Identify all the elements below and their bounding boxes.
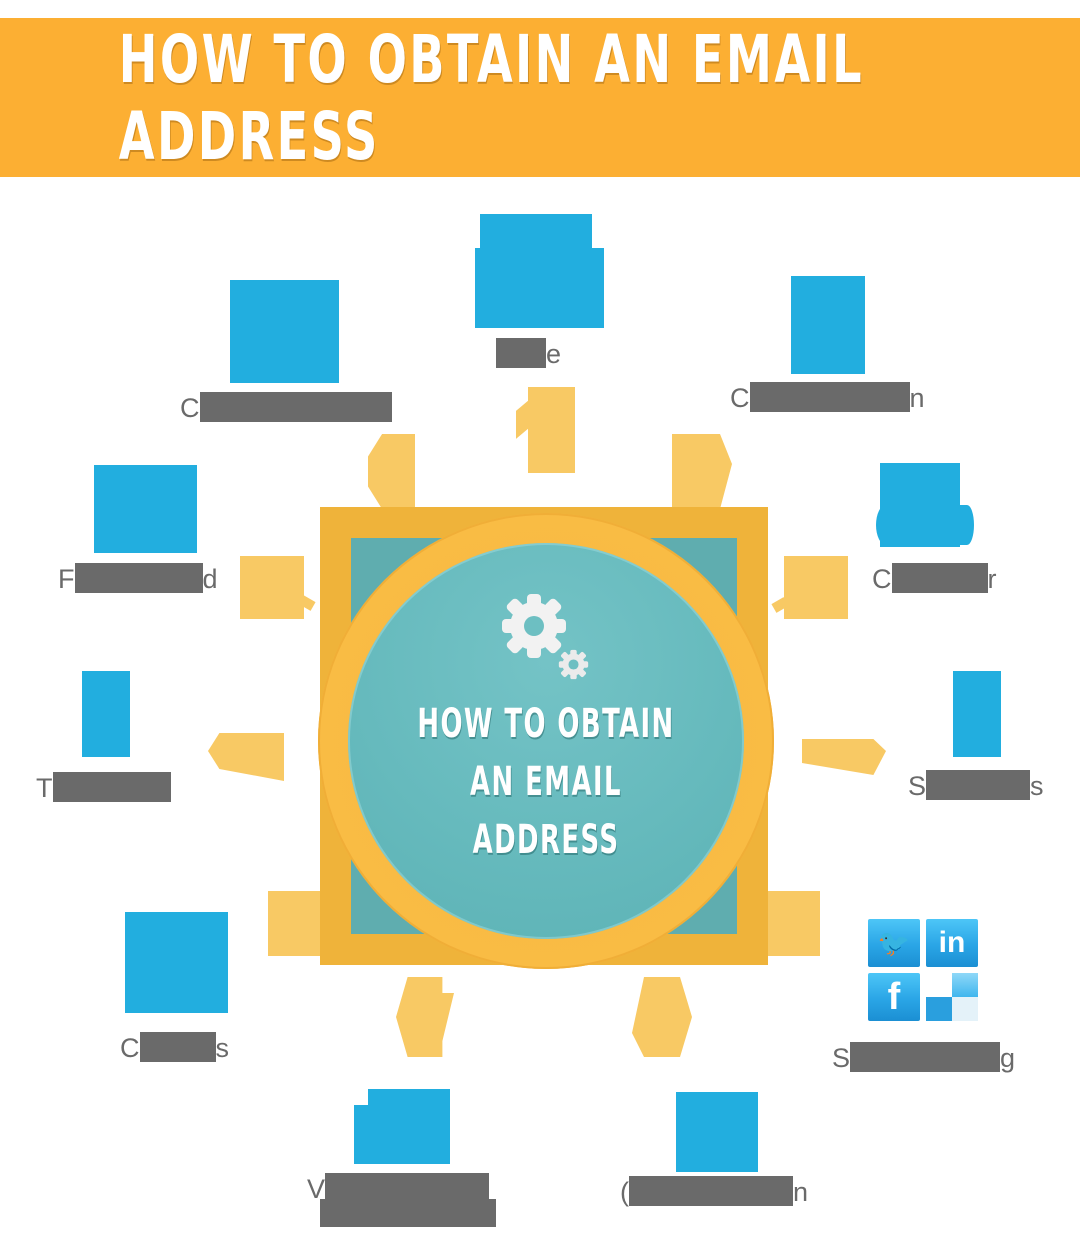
redacted-icon xyxy=(82,671,130,757)
node-label-left-middle: T xyxy=(36,772,171,804)
label-fragment: S xyxy=(832,1043,851,1073)
redaction-block xyxy=(74,563,203,593)
redacted-icon xyxy=(368,1089,450,1164)
building-side xyxy=(592,248,604,328)
page-title: HOW TO OBTAIN AN EMAIL ADDRESS xyxy=(118,20,864,175)
building-wing xyxy=(475,248,483,328)
label-fragment: C xyxy=(120,1033,140,1063)
redaction-block xyxy=(199,392,392,422)
label-fragment-tail: r xyxy=(987,564,997,594)
redaction-block xyxy=(496,338,546,368)
redaction-block xyxy=(325,1173,490,1203)
hub-title: HOW TO OBTAIN AN EMAIL ADDRESS xyxy=(403,695,688,869)
arrow-right-upper xyxy=(784,556,848,619)
redacted-list-icon xyxy=(125,912,228,1013)
icon-step xyxy=(354,1105,368,1164)
label-fragment: e xyxy=(546,339,562,369)
label-fragment: V xyxy=(307,1174,326,1204)
redacted-icon xyxy=(94,465,197,553)
label-fragment: S xyxy=(908,771,927,801)
twitter-icon: 🐦 xyxy=(868,919,920,967)
delicious-icon xyxy=(926,973,978,1021)
label-fragment: C xyxy=(872,564,892,594)
arrow-bottom-left xyxy=(396,977,454,1057)
redacted-icon xyxy=(230,280,339,383)
redaction-block xyxy=(139,1032,216,1062)
label-fragment-tail: s xyxy=(1030,771,1044,801)
arrow-top xyxy=(528,387,575,473)
label-fragment-tail: n xyxy=(793,1177,809,1207)
arrow-right-middle xyxy=(802,739,886,775)
redaction-block xyxy=(749,382,910,412)
redacted-icon xyxy=(953,671,1001,757)
redaction-block xyxy=(926,770,1031,800)
arrow-left-middle xyxy=(208,733,284,781)
cloud-left-lobe xyxy=(876,505,896,545)
redacted-building-icon xyxy=(480,214,592,328)
label-fragment-tail: d xyxy=(202,564,218,594)
arrow-left-lower xyxy=(268,891,330,956)
label-fragment-tail: n xyxy=(909,383,925,413)
redaction-block xyxy=(850,1042,1001,1072)
label-fragment: ( xyxy=(620,1177,629,1207)
node-label-bottom-left: V xyxy=(307,1173,496,1229)
arrow-top-left xyxy=(368,434,415,509)
cloud-right-lobe xyxy=(960,505,974,545)
arrow-bottom-right xyxy=(632,977,692,1057)
label-fragment-tail: s xyxy=(215,1033,230,1063)
hub-title-line-1: HOW TO OBTAIN xyxy=(417,701,675,747)
hub-title-line-3: ADDRESS xyxy=(472,817,620,863)
redacted-icon xyxy=(791,276,865,374)
social-media-icons: 🐦 in f xyxy=(868,919,978,1022)
linkedin-icon: in xyxy=(926,919,978,967)
redaction-block-line-2 xyxy=(320,1199,496,1227)
node-label-bottom-right: (n xyxy=(620,1176,808,1208)
redaction-block xyxy=(52,772,171,802)
gear-icon xyxy=(502,594,566,658)
node-label-top: e xyxy=(496,338,561,370)
hub-title-line-2: AN EMAIL xyxy=(470,759,622,805)
redaction-block xyxy=(629,1176,793,1206)
redaction-block xyxy=(891,563,988,593)
arrow-right-lower xyxy=(765,891,820,956)
redacted-icon xyxy=(676,1092,758,1172)
label-fragment: C xyxy=(730,383,750,413)
arrow-left-upper xyxy=(240,556,304,619)
label-fragment-tail: g xyxy=(1000,1043,1016,1073)
label-fragment: C xyxy=(180,393,200,423)
label-fragment: F xyxy=(58,564,75,594)
label-fragment: T xyxy=(36,773,53,803)
node-label-top-left: C xyxy=(180,392,392,424)
facebook-icon: f xyxy=(868,973,920,1021)
arrow-top-right xyxy=(672,434,732,509)
small-gear-icon xyxy=(558,649,589,680)
header-banner: HOW TO OBTAIN AN EMAIL ADDRESS xyxy=(0,18,1080,177)
